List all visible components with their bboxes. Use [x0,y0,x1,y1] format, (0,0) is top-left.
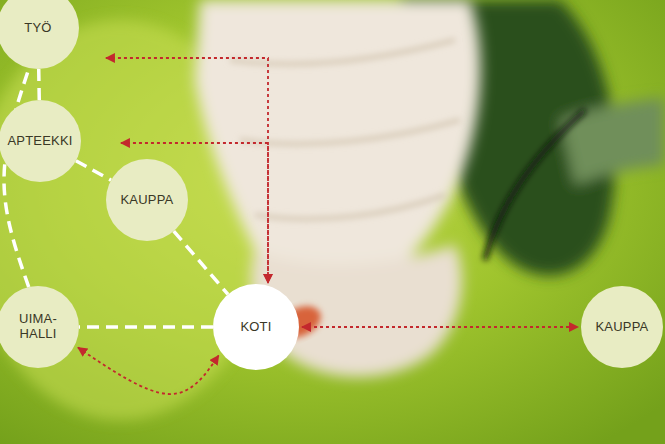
hand [195,0,480,377]
place-circle: KAUPPA [106,159,188,241]
route-dash [37,69,41,100]
route-dash [76,161,111,180]
place-label: TYÖ [24,21,51,36]
place-label: KAUPPA [596,320,649,335]
place-label: APTEEKKI [7,134,72,149]
trip-arrow [78,348,219,394]
place-label: UIMA-HALLI [13,312,63,342]
trip-arrow [106,58,268,283]
route-dash [174,231,228,294]
route-dash [79,325,213,329]
place-label: KOTI [240,320,271,335]
brake-cable [485,110,585,260]
place-circle: KOTI [213,284,299,370]
finger-shadows [230,40,460,219]
place-label: KAUPPA [121,193,174,208]
place-circle: KAUPPA [581,286,663,368]
place-circle: APTEEKKI [0,100,81,182]
trip-arrow [302,326,578,328]
place-circle: TYÖ [0,0,79,69]
place-circle: UIMA-HALLI [0,286,79,368]
